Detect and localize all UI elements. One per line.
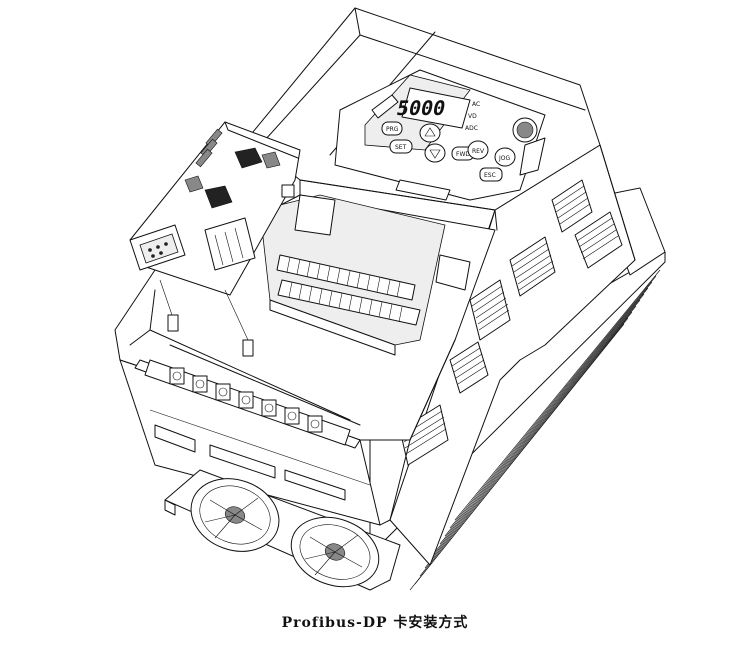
control-board-area xyxy=(259,194,471,356)
keypad-latch xyxy=(371,94,399,119)
label-slot xyxy=(395,179,451,201)
key-prg xyxy=(381,121,403,136)
ic-chip xyxy=(204,185,233,209)
profibus-dp-card xyxy=(129,121,301,357)
svg-text:ESC: ESC xyxy=(484,172,496,179)
key-rev xyxy=(467,140,489,160)
side-vents xyxy=(399,179,623,466)
ic-chip xyxy=(184,175,204,193)
svg-text:FWD: FWD xyxy=(456,151,470,158)
key-down-icon xyxy=(424,143,446,163)
terminal-block-lower xyxy=(277,279,421,326)
standoff xyxy=(242,339,254,357)
keypad-side-tab xyxy=(519,137,546,176)
key-up-icon xyxy=(419,123,441,143)
svg-text:PRG: PRG xyxy=(386,126,399,133)
ic-chip xyxy=(234,147,263,169)
svg-text:SET: SET xyxy=(395,144,407,151)
ic-chip xyxy=(261,151,281,169)
key-set xyxy=(389,139,413,154)
power-terminals xyxy=(144,359,351,446)
key-esc xyxy=(479,167,503,182)
standoff xyxy=(167,314,179,332)
key-jog xyxy=(494,147,516,167)
terminal-block-upper xyxy=(276,254,416,301)
led-display-text: 5000 xyxy=(395,96,448,120)
cable-knockouts xyxy=(149,409,371,501)
keypad-keys: PRG SET FWD REV JOG ESC xyxy=(381,121,516,182)
pin-header xyxy=(195,128,223,168)
heatsink-fins xyxy=(409,269,661,591)
side-connector xyxy=(435,254,471,291)
indicator-label: ADC xyxy=(465,125,478,132)
svg-text:JOG: JOG xyxy=(498,155,510,162)
cooling-fan-right-icon xyxy=(290,516,380,588)
svg-text:REV: REV xyxy=(472,148,485,155)
board-edge xyxy=(269,299,396,356)
keypad-panel: 5000 AC VD ADC PRG SET FWD REV JOG ESC xyxy=(334,69,546,201)
indicator-label: AC xyxy=(472,101,480,108)
indicator-label: VD xyxy=(468,113,477,120)
power-terminal xyxy=(169,367,323,433)
led-display xyxy=(401,87,471,129)
housing-right-side xyxy=(389,144,636,566)
board-slot xyxy=(294,194,336,236)
figure-caption: Profibus-DP 卡安装方式 xyxy=(281,615,469,631)
standoff xyxy=(281,184,295,198)
cooling-fan-left-icon xyxy=(190,478,280,552)
